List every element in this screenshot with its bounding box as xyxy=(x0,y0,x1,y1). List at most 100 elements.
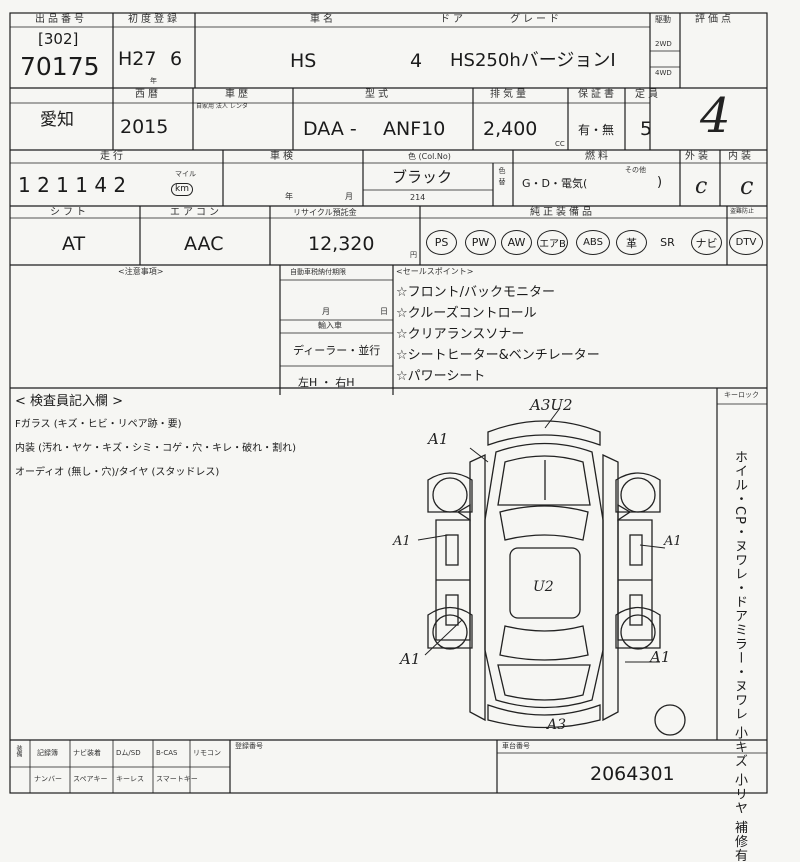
inspection-label: 車検 xyxy=(270,151,296,162)
inspection-block-label: < 検査員記入欄 > xyxy=(15,394,124,409)
fuel: G・D・電気( xyxy=(522,177,588,190)
region: 愛知 xyxy=(40,110,74,130)
equip-aw: AW xyxy=(501,230,532,255)
damage-mark-front-left: A1 xyxy=(428,430,449,448)
damage-mark-rear-bumper: A3 xyxy=(547,717,567,733)
frame-number: 2064301 xyxy=(590,763,675,785)
footer-col: ナビ装着 xyxy=(73,749,101,757)
sales-point: ☆フロント/バックモニター xyxy=(396,285,556,300)
damage-mark-left-door: A1 xyxy=(393,534,411,549)
yen-unit: 円 xyxy=(410,251,417,259)
grade: HS250hバージョンI xyxy=(450,50,616,71)
equip-abs: ABS xyxy=(576,230,610,255)
tax-month: 月 xyxy=(322,307,330,316)
lot-label: 出品番号 xyxy=(35,14,87,25)
drive-4wd: 4WD xyxy=(655,69,672,77)
damage-mark-roof: U2 xyxy=(533,579,554,595)
audio-tire-note: オーディオ (無し・穴)/タイヤ (スタッドレス) xyxy=(15,467,220,478)
sales-label: <セールスポイント> xyxy=(396,267,474,276)
fuel-label: 燃料 xyxy=(585,151,611,162)
stolen-label: 盗難防止 xyxy=(730,208,755,215)
footer-col2: キーレス xyxy=(116,775,144,783)
venue-code: [302] xyxy=(38,30,79,48)
damage-mark-right-door: A1 xyxy=(664,534,682,549)
equip-leather: 革 xyxy=(616,230,647,255)
footer-kind: 装備 xyxy=(15,745,22,757)
recycle-fee: 12,320 xyxy=(308,233,375,255)
history-label: 車歴 xyxy=(225,89,251,100)
first-reg-label: 初度登録 xyxy=(128,14,180,25)
keylock-label: キーロック xyxy=(724,391,759,399)
cc-unit: CC xyxy=(555,140,565,148)
drive-label: 駆動 xyxy=(655,15,671,24)
equip-pw: PW xyxy=(465,230,496,255)
model-code: ANF10 xyxy=(383,118,446,140)
exterior-label: 外装 xyxy=(685,151,711,162)
type-prefix: DAA - xyxy=(303,118,357,140)
footer-col: リモコン xyxy=(193,749,221,757)
sheet-grid xyxy=(9,12,768,794)
color-no: 214 xyxy=(410,193,426,202)
car-diagram xyxy=(417,407,686,736)
reg-number-label: 登録番号 xyxy=(235,742,263,750)
score-value: 4 xyxy=(700,88,731,144)
recycle-label: リサイクル預託金 xyxy=(293,208,357,217)
model-year: 2015 xyxy=(120,116,169,138)
footer-col2: スペアキー xyxy=(73,775,108,783)
mileage-label: 走行 xyxy=(100,151,126,162)
equip-dtv: DTV xyxy=(729,230,763,255)
drive-2wd: 2WD xyxy=(655,40,672,48)
notes-label: <注意事項> xyxy=(118,267,164,276)
equip-ps: PS xyxy=(426,230,457,255)
auction-sheet: 出品番号 初度登録 車名 ドア グレード 駆動 評価点 [302] 70175 … xyxy=(9,12,768,862)
mile-unit: マイル xyxy=(175,170,196,178)
fuel-close: ) xyxy=(657,175,663,190)
door-count: 4 xyxy=(410,50,423,72)
displacement-label: 排気量 xyxy=(490,89,529,100)
color: ブラック xyxy=(392,168,453,186)
damage-mark-rear-left: A1 xyxy=(400,650,421,668)
sales-point: ☆クルーズコントロール xyxy=(396,306,537,321)
equip-sunroof: SR xyxy=(660,236,675,249)
sales-point: ☆パワーシート xyxy=(396,369,486,384)
glass-note: Fガラス (キズ・ヒビ・リペア跡・要) xyxy=(15,419,182,430)
displacement: 2,400 xyxy=(483,118,538,140)
lot-number: 70175 xyxy=(20,52,100,81)
damage-mark-front-bumper: A3U2 xyxy=(530,396,573,414)
history-sub: 自家用 法人 レンタ xyxy=(196,103,248,110)
shift: AT xyxy=(62,233,86,255)
reg-month: 6 xyxy=(170,48,183,70)
tax-label: 自動車税納付期限 xyxy=(290,268,346,276)
fuel-other: その他 xyxy=(625,166,646,174)
damage-mark-rear-right: A1 xyxy=(650,648,671,666)
dealer-type: ディーラー・並行 xyxy=(293,344,381,357)
exterior-grade: c xyxy=(695,174,708,199)
inspection-year: 年 xyxy=(285,192,293,201)
footer-col2: ナンバー xyxy=(34,775,62,783)
km-unit: km xyxy=(171,183,193,196)
footer-col: 記録簿 xyxy=(37,749,58,757)
tax-day: 日 xyxy=(380,307,388,316)
interior-label: 内装 xyxy=(728,151,754,162)
type-label: 型式 xyxy=(365,89,391,100)
grade-label: グレード xyxy=(510,14,562,25)
color-label: 色 (Col.No) xyxy=(408,152,451,161)
year-unit: 年 xyxy=(150,77,157,85)
capacity: 5 xyxy=(640,118,653,140)
inspection-month: 月 xyxy=(345,192,353,201)
interior-note: 内装 (汚れ・ヤケ・キズ・シミ・コゲ・穴・キレ・破れ・割れ) xyxy=(15,443,296,454)
frame-number-label: 車台番号 xyxy=(502,742,530,750)
car-name: HS xyxy=(290,50,317,72)
footer-col: B-CAS xyxy=(156,749,178,757)
import-label: 輸入車 xyxy=(318,321,342,330)
model-year-label: 西暦 xyxy=(135,89,161,100)
repaint-label: 色替 xyxy=(498,167,506,189)
door-label: ドア xyxy=(440,14,466,25)
sales-point: ☆シートヒーター&ベンチレーター xyxy=(396,348,600,363)
interior-grade: c xyxy=(740,172,754,200)
steering: 左H ・ 右H xyxy=(298,376,355,389)
car-name-label: 車名 xyxy=(310,14,336,25)
shift-label: シフト xyxy=(50,207,89,218)
footer-col: Dム/SD xyxy=(116,749,141,757)
equip-navi: ナビ xyxy=(691,230,722,255)
